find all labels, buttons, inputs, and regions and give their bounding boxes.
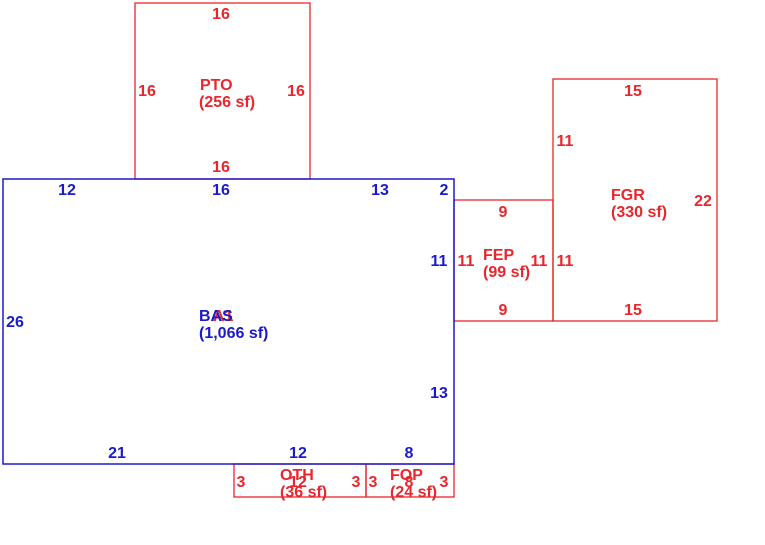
area-fep: 9 11 11 9 FEP (99 sf) <box>453 199 554 322</box>
bas-overlap-code-label: A1 <box>213 308 234 325</box>
oth-dim-left: 3 <box>237 474 246 491</box>
bas-dim-bottom-left: 21 <box>108 445 126 462</box>
bas-code-label: BAS <box>199 308 233 325</box>
fgr-area-label: (330 sf) <box>611 204 667 221</box>
fop-dim-right: 3 <box>440 474 449 491</box>
bas-area-label: (1,066 sf) <box>199 325 268 342</box>
fep-code-label: FEP <box>483 247 514 264</box>
oth-dim-right: 3 <box>352 474 361 491</box>
fop-area-label: (24 sf) <box>390 484 437 501</box>
area-bas: 12 16 13 2 11 13 26 21 12 8 A1 BAS (1,06… <box>2 178 455 465</box>
fgr-dim-bottom: 15 <box>624 302 642 319</box>
bas-dim-top-end: 2 <box>440 182 449 199</box>
fgr-dim-left: 11 <box>557 133 574 150</box>
fop-code-label: FOP <box>390 467 423 484</box>
fop-dim-top: 8 <box>405 474 414 491</box>
area-fop: 3 3 8 FOP (24 sf) <box>365 463 455 501</box>
fgr-dim-right: 22 <box>694 193 712 210</box>
area-pto: 16 16 16 16 PTO (256 sf) <box>134 2 311 180</box>
bas-dim-right-lower: 13 <box>430 385 448 402</box>
pto-code-label: PTO <box>200 77 233 94</box>
oth-code-label: OTH <box>280 467 314 484</box>
fep-dim-top: 9 <box>499 204 508 221</box>
fep-area-label: (99 sf) <box>483 264 530 281</box>
area-oth: 3 3 12 OTH (36 sf) <box>233 463 367 501</box>
fep-dim-right: 11 <box>531 253 548 270</box>
fgr-dim-left-lower: 11 <box>557 253 574 270</box>
pto-area-label: (256 sf) <box>199 94 255 111</box>
pto-dim-right: 16 <box>287 83 305 100</box>
area-fgr: 15 11 22 11 15 FGR (330 sf) <box>552 78 718 322</box>
fop-dim-left: 3 <box>369 474 378 491</box>
bas-dim-bottom-right: 8 <box>405 445 414 462</box>
bas-outline <box>2 178 455 465</box>
fgr-dim-top: 15 <box>624 83 642 100</box>
oth-area-label: (36 sf) <box>280 484 327 501</box>
bas-dim-bottom-mid: 12 <box>289 445 307 462</box>
bas-dim-top-right: 13 <box>371 182 389 199</box>
bas-dim-top-mid: 16 <box>212 182 230 199</box>
bas-dim-left: 26 <box>6 314 24 331</box>
fep-dim-left: 11 <box>458 253 475 270</box>
pto-dim-left: 16 <box>138 83 156 100</box>
bas-dim-right-upper: 11 <box>431 253 448 270</box>
oth-dim-top: 12 <box>289 474 307 491</box>
pto-dim-bottom: 16 <box>212 159 230 176</box>
pto-dim-top: 16 <box>212 6 230 23</box>
fgr-code-label: FGR <box>611 187 645 204</box>
fep-dim-bottom: 9 <box>499 302 508 319</box>
bas-dim-top-left: 12 <box>58 182 76 199</box>
